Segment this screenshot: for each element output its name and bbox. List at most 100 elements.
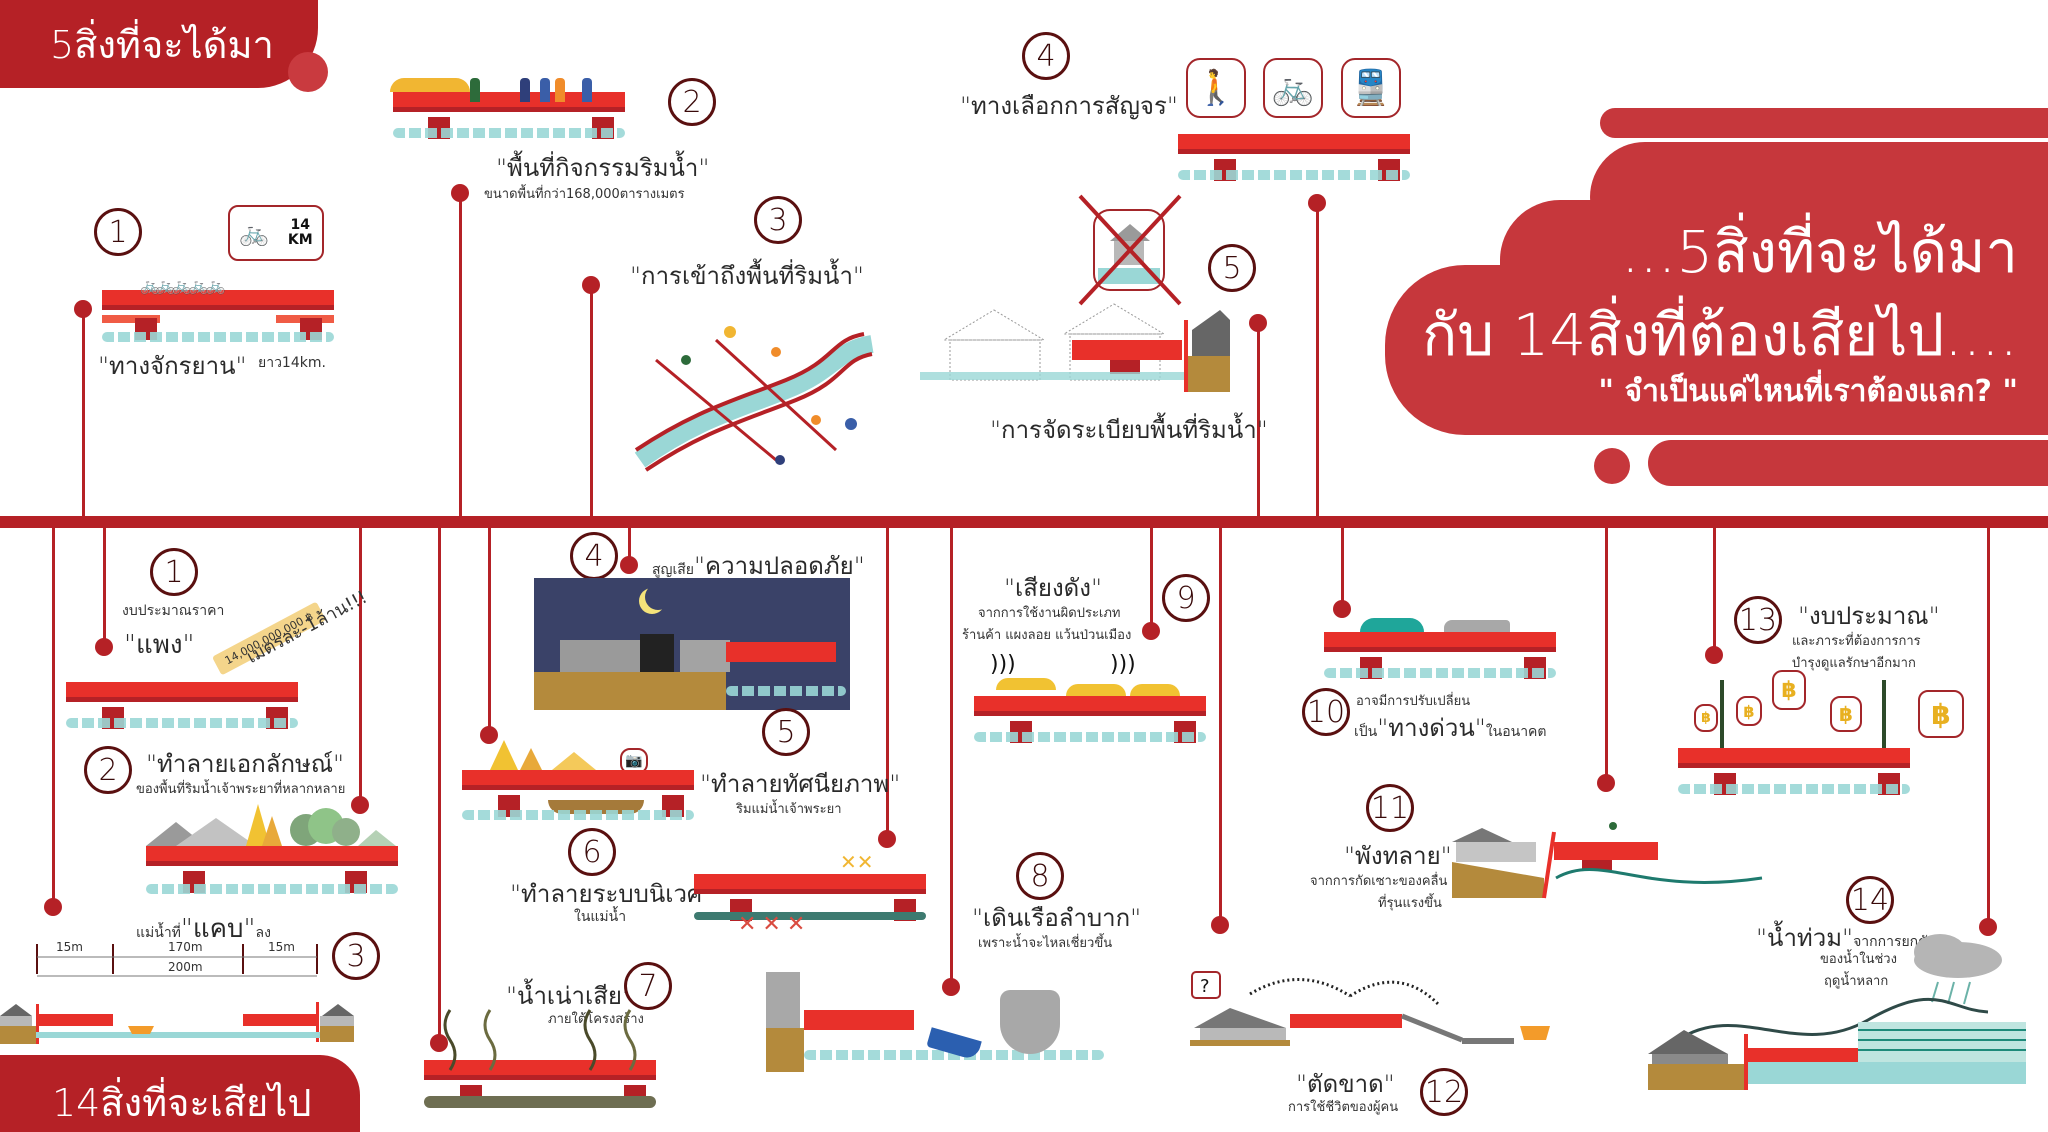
- loss-9-number: 9: [1162, 574, 1210, 622]
- loss-9-subtitle: จากการใช้งานผิดประเภท: [978, 606, 1121, 621]
- gain-4-walkway: [1178, 134, 1410, 154]
- pin: [1979, 918, 1997, 936]
- gain-2-walkway: [393, 92, 625, 112]
- baht-bubble-icon: ฿: [1918, 690, 1964, 738]
- cross-icon: ✕✕✕: [738, 912, 812, 937]
- timeline-bar: [0, 516, 2048, 528]
- connector: [1987, 524, 1990, 926]
- loss-6-subtitle: ในแม่น้ำ: [574, 909, 627, 925]
- gain-1-number: 1: [94, 208, 142, 256]
- gain-3-number: 3: [754, 196, 802, 244]
- person-icon: [681, 355, 691, 365]
- loss-10-pre: อาจมีการปรับเปลี่ยน: [1356, 694, 1471, 709]
- loss-13-number: 13: [1734, 596, 1782, 644]
- water: [1178, 170, 1410, 180]
- gain-1-walkway: [102, 290, 334, 310]
- loss-6-walkway: [694, 874, 926, 894]
- pin: [582, 276, 600, 294]
- pin: [351, 796, 369, 814]
- house-icon: [560, 640, 640, 672]
- deck-underside: [102, 315, 334, 323]
- connector: [1341, 524, 1344, 608]
- loss-2-walkway: [146, 846, 398, 866]
- water: [146, 884, 398, 894]
- loss-8-number: 8: [1016, 852, 1064, 900]
- loss-2-number: 2: [84, 746, 132, 794]
- hero-title-line2: กับ 14สิ่งที่ต้องเสียไป....: [1422, 301, 2018, 369]
- ground: [766, 1028, 804, 1072]
- loss-2-subtitle: ของพื้นที่ริมน้ำเจ้าพระยาที่หลากหลาย: [136, 782, 346, 797]
- pin: [430, 1034, 448, 1052]
- person-icon: [1609, 822, 1617, 830]
- dim-middle: 170m: [168, 940, 203, 954]
- loss-14-subtitle: ของน้ำในช่วง: [1820, 952, 1897, 967]
- umbrella-icon: [390, 78, 470, 92]
- person-icon: [520, 78, 530, 102]
- dim-total: 200m: [168, 960, 203, 974]
- person-icon: [775, 455, 785, 465]
- loss-13-title: "งบประมาณ": [1798, 602, 1940, 630]
- person-icon: [582, 78, 592, 102]
- loss-14-title: "น้ำท่วม"จากการยกตัว: [1756, 918, 1935, 957]
- gain-5-title: "การจัดระเบียบพื้นที่ริมน้ำ": [990, 416, 1268, 444]
- loss-1-title: "แพง": [124, 630, 195, 660]
- pin: [44, 898, 62, 916]
- umbrella-icon: [1066, 684, 1126, 696]
- loss-3-title: แม่น้ำที่"แคบ"ลง: [136, 908, 271, 949]
- bicycles-icon: 🚲🚲🚲 🚲 🚲: [140, 276, 226, 295]
- connector: [359, 524, 362, 802]
- gain-4-number: 4: [1022, 32, 1070, 80]
- ground: [534, 672, 726, 710]
- flood-illustration: [1648, 934, 2026, 1090]
- connector: [103, 524, 106, 646]
- loss-3-title-main: "แคบ": [180, 914, 256, 944]
- pin: [1333, 600, 1351, 618]
- polluted-water: [424, 1096, 656, 1108]
- loss-8-subtitle: เพราะน้ำจะไหลเชี่ยวขึ้น: [978, 936, 1113, 951]
- pin: [1597, 774, 1615, 792]
- pin: [74, 300, 92, 318]
- loss-1-walkway: [66, 682, 298, 702]
- decorative-dot: [288, 52, 328, 92]
- loss-7-subtitle: ภายใต้โครงสร้าง: [548, 1012, 644, 1027]
- water: [462, 810, 694, 820]
- connector: [459, 192, 462, 518]
- loss-1-pre: งบประมาณราคา: [122, 603, 225, 619]
- gain-3-title: "การเข้าถึงพื้นที่ริมน้ำ": [630, 262, 864, 290]
- pin: [1142, 622, 1160, 640]
- connector: [488, 524, 491, 732]
- connector: [628, 524, 631, 564]
- loss-4-pre: สูญเสีย: [652, 562, 695, 578]
- gain-2-subtitle: ขนาดพื้นที่กว่า168,000ตารางเมตร: [484, 187, 685, 202]
- loss-5-subtitle: ริมแม่น้ำเจ้าพระยา: [736, 802, 842, 817]
- house-icon: [640, 634, 674, 672]
- river-width-diagram: [0, 944, 354, 1044]
- pin: [620, 556, 638, 574]
- loss-2-title: "ทำลายเอกลักษณ์": [146, 750, 345, 778]
- identity-illustration: [146, 804, 396, 846]
- no-stilt-houses-icon: [1078, 194, 1182, 306]
- water: [66, 718, 298, 728]
- loss-6-number: 6: [568, 828, 616, 876]
- loss-11-subtitle: จากการกัดเซาะของคลื่น: [1310, 874, 1448, 889]
- loss-10-number: 10: [1302, 688, 1350, 736]
- stench-icon: [443, 1009, 637, 1071]
- loss-7-title: "น้ำเน่าเสีย": [506, 982, 633, 1010]
- water: [804, 1050, 1104, 1060]
- loss-1-note: เมตรละ-1ล้าน!!!: [243, 586, 371, 668]
- loss-3-number: 3: [332, 932, 380, 980]
- boat-icon: [128, 1026, 154, 1034]
- connector: [886, 524, 889, 838]
- loss-8-walkway: [804, 1010, 914, 1030]
- connector: [52, 524, 55, 902]
- pin: [878, 830, 896, 848]
- pin: [1705, 646, 1723, 664]
- hero-blob-bottom: [1648, 440, 2048, 486]
- loss-13-subtitle: และภาระที่ต้องการการ: [1792, 634, 1921, 649]
- sound-waves-icon: ))): [1110, 652, 1136, 677]
- loss-9-subtitle2: ร้านค้า แผงลอย แว้นป่วนเมือง: [962, 628, 1132, 643]
- waterfront-houses-illustration: [920, 303, 1230, 392]
- person-icon: [811, 415, 821, 425]
- boat-icon: [1520, 1026, 1550, 1040]
